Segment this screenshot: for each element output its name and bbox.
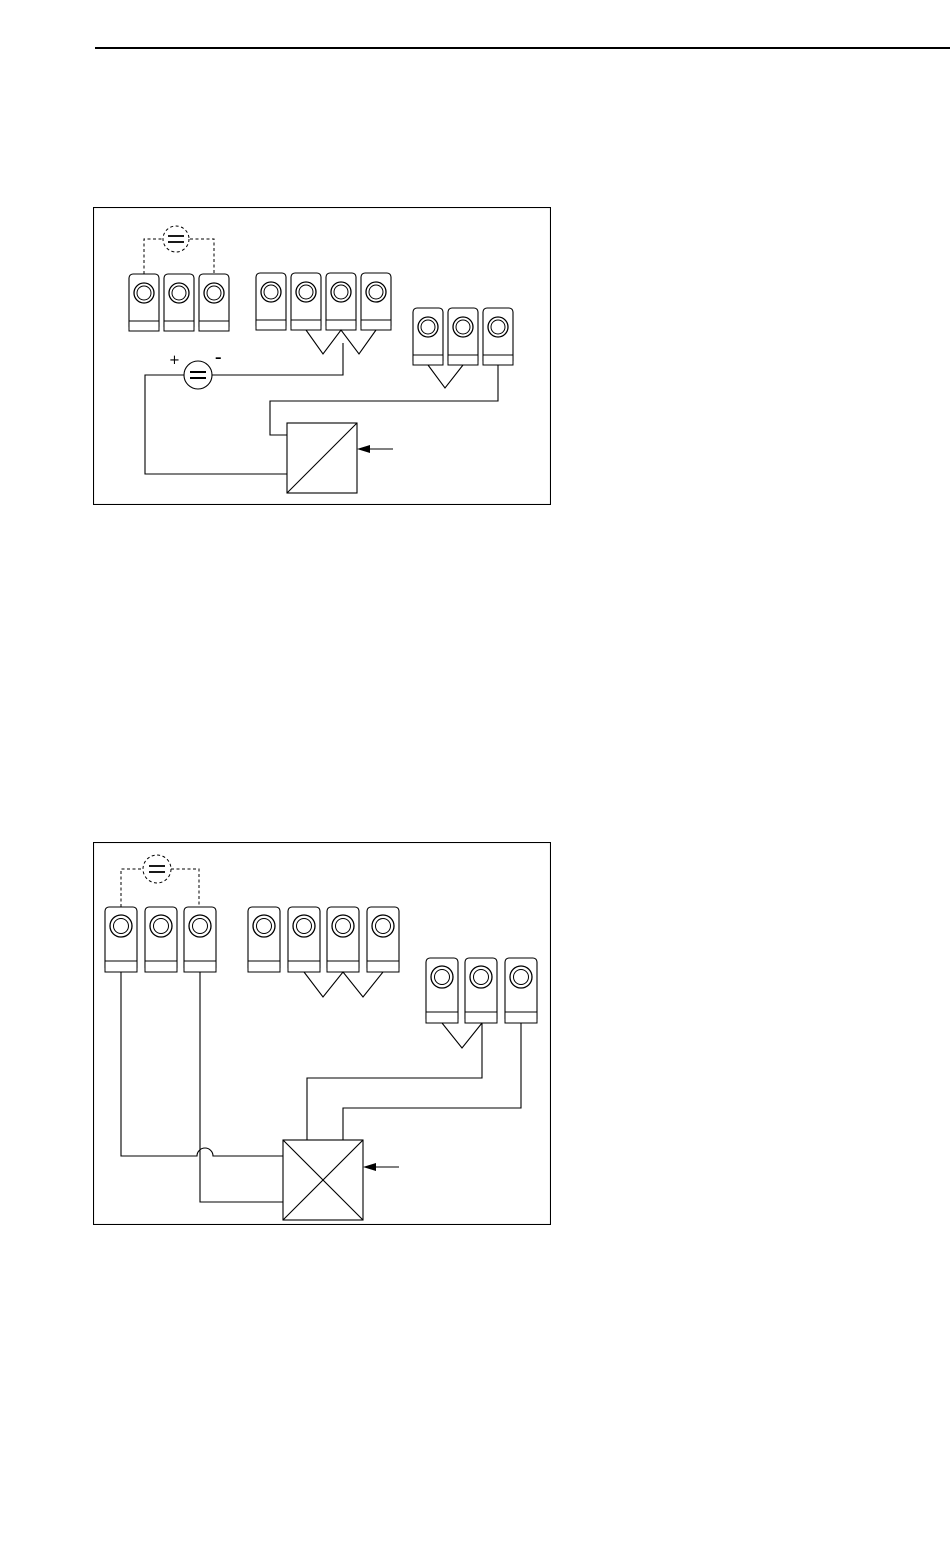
screw-terminal-icon[interactable] <box>465 958 497 1023</box>
screw-terminal-icon[interactable] <box>327 907 359 972</box>
screw-terminal-icon[interactable] <box>361 273 391 330</box>
plus-sign: + <box>169 353 180 368</box>
screw-terminal-icon[interactable] <box>291 273 321 330</box>
terminal-group-a <box>129 274 229 331</box>
converter-block-icon <box>287 423 357 493</box>
screw-terminal-icon[interactable] <box>248 907 280 972</box>
screw-terminal-icon[interactable] <box>448 308 478 365</box>
screw-terminal-icon[interactable] <box>483 308 513 365</box>
screw-terminal-icon[interactable] <box>426 958 458 1023</box>
screw-terminal-icon[interactable] <box>164 274 194 331</box>
terminal-group-a <box>105 907 216 972</box>
terminal-wiring-diagram-2 <box>93 842 551 1225</box>
screw-terminal-icon[interactable] <box>505 958 537 1023</box>
screw-terminal-icon[interactable] <box>288 907 320 972</box>
screw-terminal-icon[interactable] <box>145 907 177 972</box>
header-rule <box>95 47 950 49</box>
screw-terminal-icon[interactable] <box>326 273 356 330</box>
screw-terminal-icon[interactable] <box>367 907 399 972</box>
screw-terminal-icon[interactable] <box>129 274 159 331</box>
screw-terminal-icon[interactable] <box>256 273 286 330</box>
terminal-wiring-diagram-1: + – <box>93 207 551 505</box>
screw-terminal-icon[interactable] <box>413 308 443 365</box>
minus-sign: – <box>215 351 222 366</box>
screw-terminal-icon[interactable] <box>105 907 137 972</box>
screw-terminal-icon[interactable] <box>199 274 229 331</box>
converter-block-icon <box>283 1140 363 1220</box>
screw-terminal-icon[interactable] <box>184 907 216 972</box>
